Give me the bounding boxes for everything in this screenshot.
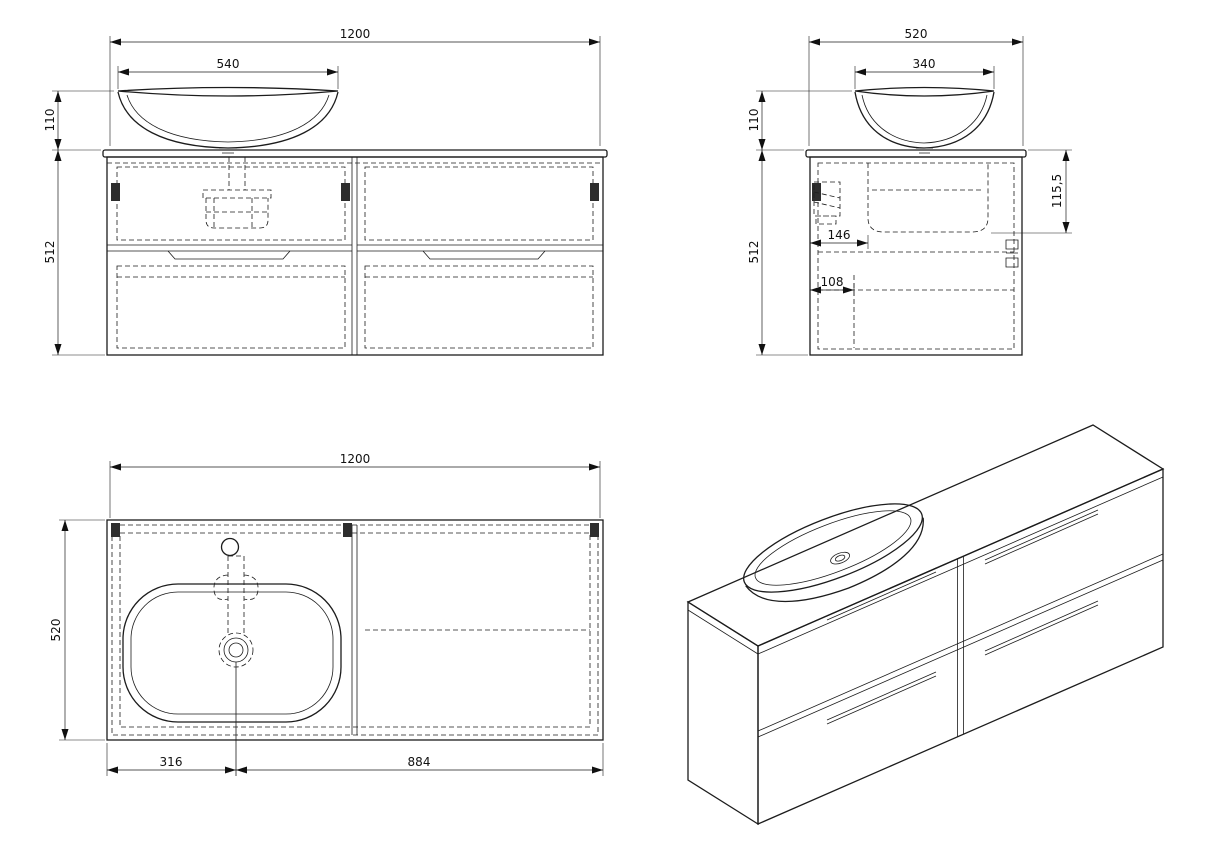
side-hidden-lines [817, 162, 1015, 350]
front-handle-grooves [167, 250, 546, 260]
dim-side-basin-inset-depth: 115,5 [991, 149, 1072, 234]
dim-label-front-basin-width: 540 [217, 57, 240, 71]
iso-basin-wall [745, 517, 924, 603]
iso-view [686, 424, 1165, 826]
front-divider [351, 157, 358, 355]
dim-side-basin-depth: 340 [854, 57, 995, 89]
side-basin-inner [861, 94, 988, 144]
side-basin [854, 86, 995, 154]
dim-label-plan-drain-right: 884 [408, 755, 431, 769]
dim-front-cabinet-height: 512 [43, 150, 105, 356]
front-drawer-split [107, 244, 603, 252]
dim-plan-drain-left: 316 [106, 743, 236, 776]
front-view: 1200 540 110 512 [43, 27, 608, 356]
dim-side-cabinet-height: 512 [747, 150, 808, 356]
front-basin-inner [126, 94, 330, 143]
plan-view: 1200 520 316 884 [49, 452, 604, 776]
dim-label-side-drawer-offset: 108 [821, 275, 844, 289]
front-drawer-hardware [111, 183, 599, 201]
iso-divider [957, 556, 964, 737]
iso-basin-inner-rim [754, 510, 912, 586]
iso-front-face [757, 468, 1164, 825]
front-basin [117, 86, 339, 154]
dim-front-basin-height: 110 [43, 90, 114, 151]
dim-label-side-basin-depth: 340 [913, 57, 936, 71]
iso-handle-grooves [826, 509, 1099, 725]
front-countertop [102, 149, 608, 158]
iso-basin [743, 503, 924, 603]
side-basin-rim [854, 86, 995, 97]
side-basin-drain [916, 147, 933, 154]
dim-label-plan-drain-left: 316 [160, 755, 183, 769]
dim-label-plan-width: 1200 [340, 452, 371, 466]
dim-label-side-depth: 520 [905, 27, 928, 41]
side-drawer-hardware [812, 183, 821, 201]
iso-cabinet [686, 424, 1165, 826]
plan-divider [351, 525, 358, 735]
dim-plan-overall-width: 1200 [109, 452, 601, 518]
dim-side-overall-depth: 520 [808, 27, 1024, 146]
dim-side-basin-height: 110 [747, 90, 852, 151]
dim-front-overall-width: 1200 [109, 27, 601, 146]
iso-basin-rim [743, 503, 923, 593]
dim-plan-drain-right: 884 [236, 743, 604, 776]
plan-faucet-hole [220, 537, 240, 557]
plan-basin-inner-rim [130, 591, 334, 715]
front-basin-rim [117, 86, 339, 97]
dim-front-basin-width: 540 [117, 57, 339, 89]
iso-end-panel [687, 600, 759, 826]
iso-counter-edge [687, 476, 1164, 655]
side-cabinet-outline [809, 156, 1023, 356]
iso-basin-drain [830, 551, 851, 565]
plan-basin-outer-rim [122, 583, 342, 723]
plan-hidden-lines [111, 524, 599, 736]
dim-label-side-basin-height: 110 [747, 109, 761, 132]
dim-label-plan-depth: 520 [49, 619, 63, 642]
dim-label-side-basin-front-offset: 146 [828, 228, 851, 242]
front-cabinet-outline [106, 156, 604, 356]
dim-label-front-basin-height: 110 [43, 109, 57, 132]
side-view: 520 340 110 512 115,5 146 [747, 27, 1072, 356]
front-basin-drain [219, 147, 237, 154]
plan-countertop-outline [106, 519, 604, 741]
iso-top-face [686, 424, 1165, 647]
plan-drain [213, 555, 259, 776]
front-siphon [202, 157, 272, 229]
side-countertop [805, 149, 1027, 158]
plan-basin [122, 583, 342, 723]
front-basin-wall [117, 91, 339, 149]
side-basin-wall [854, 91, 995, 149]
side-wall-brackets [1005, 239, 1019, 268]
dim-label-front-cabinet-height: 512 [43, 241, 57, 264]
dim-label-side-basin-inset: 115,5 [1050, 174, 1064, 208]
front-hidden-lines [107, 162, 603, 349]
dim-side-drawer-front-offset: 108 [810, 275, 855, 296]
dim-label-side-cabinet-height: 512 [747, 241, 761, 264]
dim-label-front-width: 1200 [340, 27, 371, 41]
dim-plan-overall-depth: 520 [49, 519, 105, 741]
dim-side-basin-front-offset: 146 [810, 228, 869, 249]
iso-drawer-split [757, 553, 1164, 738]
side-siphon [813, 181, 841, 225]
